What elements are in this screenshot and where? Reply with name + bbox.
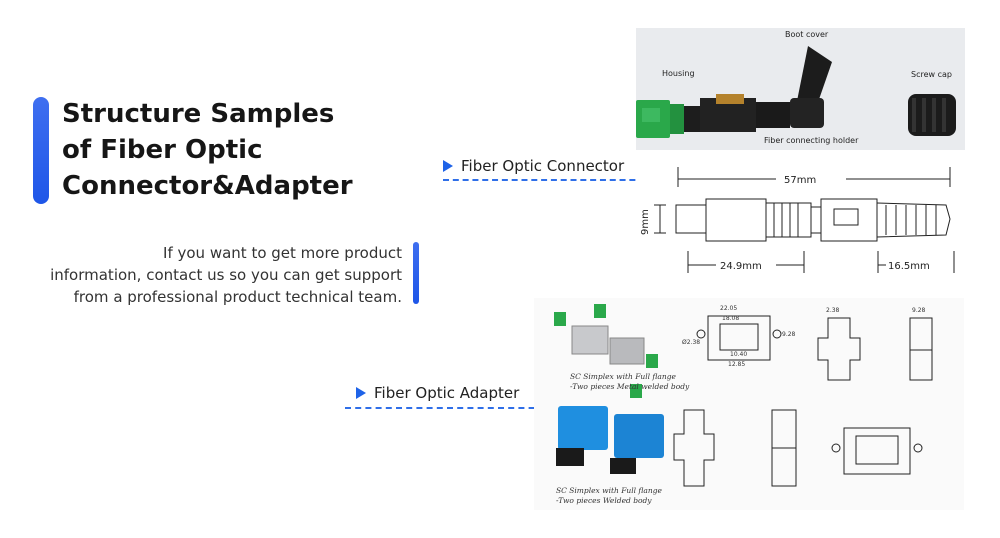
adapter-callout-label: Fiber Optic Adapter bbox=[374, 384, 520, 402]
connector-callout: Fiber Optic Connector bbox=[443, 157, 624, 175]
triangle-bullet-icon bbox=[356, 387, 366, 399]
connector-dimension-drawing: 57mm 9mm 24.9mm 16.5mm bbox=[636, 155, 965, 283]
triangle-bullet-icon bbox=[443, 160, 453, 172]
adapter-dim-base: 12.85 bbox=[728, 361, 745, 368]
title-accent-bar bbox=[33, 97, 49, 204]
dim-height: 9mm bbox=[640, 209, 651, 235]
description-accent-bar bbox=[413, 242, 419, 304]
connector-drawing-svg: 57mm 9mm 24.9mm 16.5mm bbox=[640, 167, 955, 273]
description-line-2: information, contact us so you can get s… bbox=[50, 266, 402, 284]
connector-callout-line bbox=[443, 179, 655, 181]
adapter-caption-1: SC Simplex with Full flange -Two pieces … bbox=[570, 372, 689, 392]
connector-callout-label: Fiber Optic Connector bbox=[461, 157, 625, 175]
adapter-dim-slot: 10.40 bbox=[730, 351, 747, 358]
adapter-caption-1-line-2: -Two pieces Metal welded body bbox=[570, 382, 690, 391]
title-line-1: Structure Samples bbox=[62, 99, 335, 129]
adapter-dim-inner: 18.08 bbox=[722, 315, 739, 322]
connector-photo-graphic bbox=[636, 46, 956, 138]
title-line-2: of Fiber Optic bbox=[62, 135, 263, 165]
dim-left: 24.9mm bbox=[720, 261, 762, 272]
title-line-3: Connector&Adapter bbox=[62, 171, 353, 201]
label-housing: Housing bbox=[662, 69, 695, 78]
adapter-caption-2: SC Simplex with Full flange -Two pieces … bbox=[556, 486, 662, 506]
adapter-dim-side-top: 2.38 bbox=[826, 307, 840, 314]
adapter-dim-hole: Ø2.38 bbox=[682, 339, 700, 346]
adapter-dim-height: 9.28 bbox=[782, 331, 796, 338]
dim-length: 57mm bbox=[784, 175, 816, 186]
adapter-graphic: 22.05 18.08 10.40 12.85 Ø2.38 9.28 2.38 … bbox=[554, 304, 933, 487]
page-title: Structure Samples of Fiber Optic Connect… bbox=[62, 96, 402, 204]
label-boot-cover: Boot cover bbox=[785, 30, 829, 39]
description-line-1: If you want to get more product bbox=[163, 244, 402, 262]
connector-photo: Boot cover Housing Screw cap Fiber conne… bbox=[636, 28, 965, 150]
description-line-3: from a professional product technical te… bbox=[73, 288, 402, 306]
adapter-callout: Fiber Optic Adapter bbox=[356, 384, 519, 402]
adapter-caption-2-line-1: SC Simplex with Full flange bbox=[556, 486, 662, 495]
adapter-callout-line bbox=[345, 407, 555, 409]
adapter-caption-1-line-1: SC Simplex with Full flange bbox=[570, 372, 676, 381]
label-fiber-holder: Fiber connecting holder bbox=[764, 136, 859, 145]
adapter-samples-panel: 22.05 18.08 10.40 12.85 Ø2.38 9.28 2.38 … bbox=[534, 298, 964, 510]
description: If you want to get more product informat… bbox=[20, 242, 402, 308]
adapter-dim-side-width: 9.28 bbox=[912, 307, 926, 314]
adapter-dim-outer: 22.05 bbox=[720, 305, 737, 312]
dim-right: 16.5mm bbox=[888, 261, 930, 272]
adapter-caption-2-line-2: -Two pieces Welded body bbox=[556, 496, 652, 505]
label-screw-cap: Screw cap bbox=[911, 70, 952, 79]
